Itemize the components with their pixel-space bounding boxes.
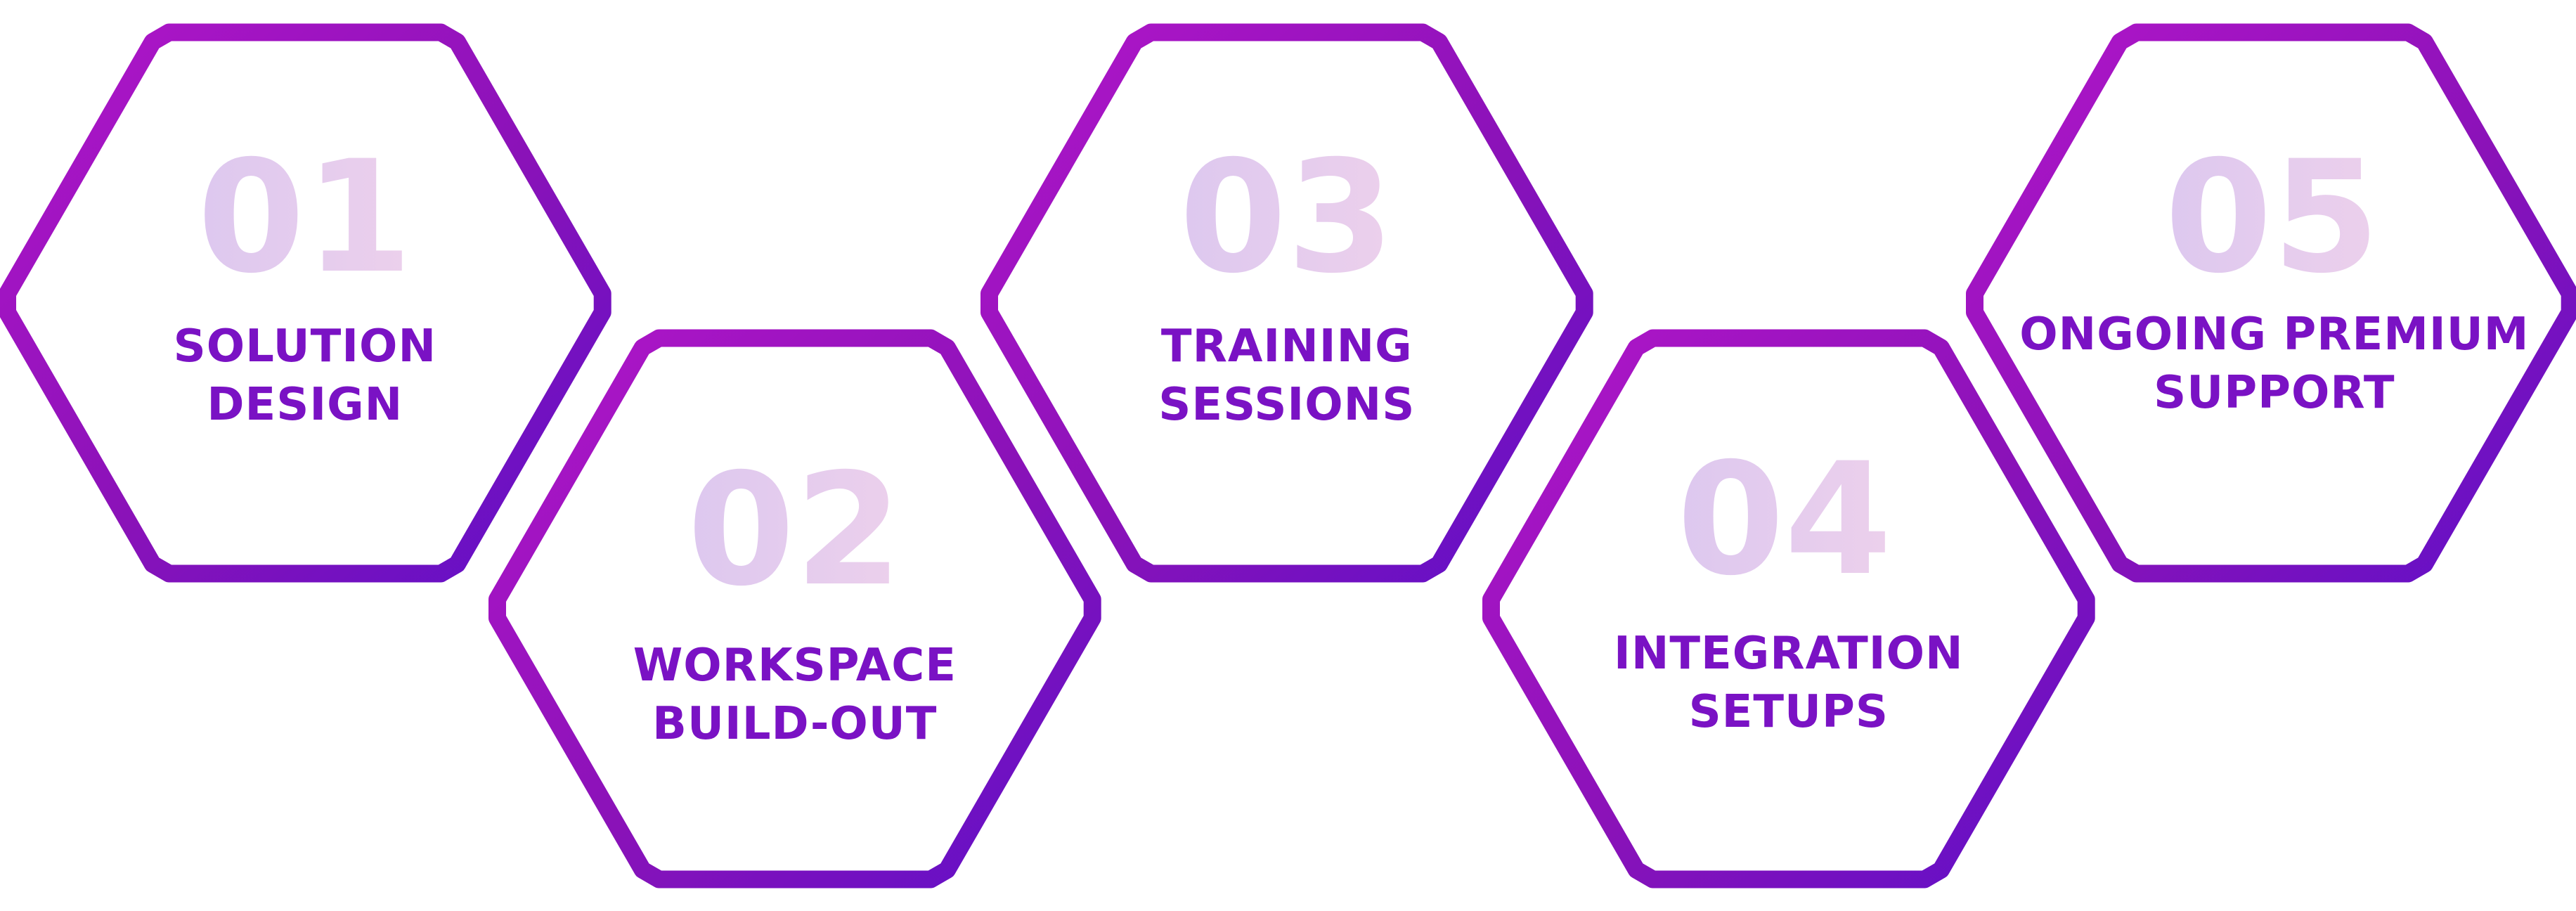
step-title-line2: SESSIONS <box>1158 379 1415 431</box>
step-title-line1: INTEGRATION <box>1614 628 1964 680</box>
step-number: 01 <box>198 127 413 307</box>
step-title-line1: TRAINING <box>1161 321 1413 373</box>
hexagon-outline <box>488 329 1101 889</box>
step-title-line2: SUPPORT <box>2154 367 2395 419</box>
step-01: 01 SOLUTION DESIGN <box>0 23 611 583</box>
hexagon-outline <box>0 23 611 583</box>
step-04: 04 INTEGRATION SETUPS <box>1482 329 2095 889</box>
step-number: 04 <box>1677 429 1892 609</box>
step-number: 05 <box>2165 127 2380 307</box>
step-05: 05 ONGOING PREMIUM SUPPORT <box>1966 23 2576 583</box>
step-03: 03 TRAINING SESSIONS <box>980 23 1593 583</box>
hexagon-outline <box>980 23 1593 583</box>
hexagon-outline <box>1966 23 2576 583</box>
step-02: 02 WORKSPACE BUILD-OUT <box>488 329 1101 889</box>
step-title-line2: BUILD-OUT <box>652 698 937 750</box>
step-title-line2: SETUPS <box>1689 686 1889 738</box>
step-title-line2: DESIGN <box>207 379 403 431</box>
hexagon-outline <box>1482 329 2095 889</box>
step-number: 03 <box>1179 127 1394 307</box>
step-number: 02 <box>687 440 902 620</box>
step-title-line1: WORKSPACE <box>633 640 957 692</box>
step-title-line1: ONGOING PREMIUM <box>2019 309 2529 361</box>
step-title-line1: SOLUTION <box>174 321 436 373</box>
